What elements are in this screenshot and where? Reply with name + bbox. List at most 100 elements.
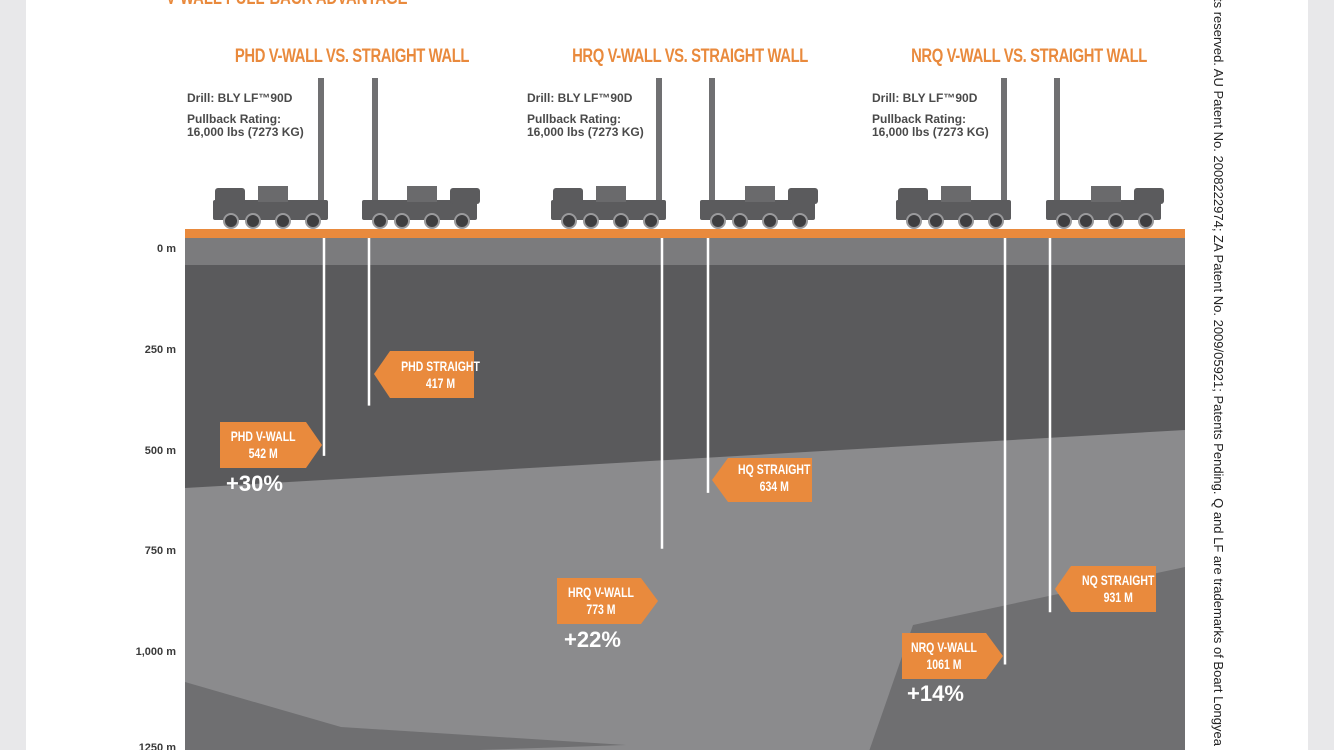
truck-body bbox=[700, 200, 815, 220]
header-hrq: HRQ V-WALL VS. STRAIGHT WALL bbox=[572, 46, 808, 67]
truck-wheel bbox=[223, 213, 239, 229]
truck-engine bbox=[941, 186, 971, 202]
depth-tick-250: 250 m bbox=[144, 344, 176, 356]
truck-body bbox=[213, 200, 328, 220]
advantage-phd: +30% bbox=[226, 471, 283, 496]
drill-mast bbox=[1054, 78, 1060, 200]
tag-depth: 542 M bbox=[248, 445, 278, 461]
drill-model: Drill: BLY LF™90D bbox=[187, 91, 293, 105]
drill-info-hrq: Drill: BLY LF™90D Pullback Rating: 16,00… bbox=[527, 92, 644, 139]
truck-body bbox=[1046, 200, 1161, 220]
truck-wheel bbox=[1138, 213, 1154, 229]
truck-wheel bbox=[1108, 213, 1124, 229]
drill-info-phd: Drill: BLY LF™90D Pullback Rating: 16,00… bbox=[187, 92, 304, 139]
truck-wheel bbox=[275, 213, 291, 229]
truck-cab bbox=[898, 188, 928, 204]
drill-rig-truck bbox=[1046, 78, 1164, 229]
surface-line bbox=[185, 229, 1185, 238]
tag-shape-phd-straight bbox=[374, 351, 474, 398]
infographic-page: V-WALL PULL-BACK ADVANTAGE PHD V-WALL VS… bbox=[26, 0, 1308, 750]
tag-shape-nq-straight bbox=[1055, 566, 1156, 612]
drill-mast bbox=[372, 78, 378, 200]
drill-mast bbox=[318, 78, 324, 200]
advantage-nrq: +14% bbox=[907, 681, 964, 706]
header-nrq: NRQ V-WALL VS. STRAIGHT WALL bbox=[911, 46, 1147, 67]
truck-engine bbox=[596, 186, 626, 202]
truck-wheel bbox=[643, 213, 659, 229]
tag-name: NQ STRAIGHT bbox=[1082, 572, 1155, 588]
truck-body bbox=[896, 200, 1011, 220]
truck-engine bbox=[258, 186, 288, 202]
truck-wheel bbox=[372, 213, 388, 229]
truck-wheel bbox=[792, 213, 808, 229]
drill-mast bbox=[709, 78, 715, 200]
drill-mast bbox=[1001, 78, 1007, 200]
drill-holes bbox=[322, 238, 1052, 665]
drill-rig-truck bbox=[551, 78, 666, 229]
advantage-hrq: +22% bbox=[564, 627, 621, 652]
pullback-label: Pullback Rating: bbox=[187, 112, 282, 126]
tag-shapes bbox=[220, 351, 1156, 679]
pullback-value: 16,000 lbs (7273 KG) bbox=[527, 125, 644, 139]
truck-wheel bbox=[710, 213, 726, 229]
depth-tick-1250: 1250 m bbox=[138, 742, 176, 750]
truck-cab bbox=[450, 188, 480, 204]
ground-layer-deep-left bbox=[185, 682, 626, 750]
truck-cab bbox=[553, 188, 583, 204]
tag-name: PHD V-WALL bbox=[230, 428, 296, 444]
patent-notice-text: ts reserved. AU Patent No. 2008222974; Z… bbox=[1211, 0, 1226, 746]
truck-wheel bbox=[394, 213, 410, 229]
drill-rig-truck bbox=[896, 78, 1011, 229]
tag-shape-nrq-vwall bbox=[902, 633, 1003, 679]
depth-tick-0: 0 m bbox=[157, 243, 176, 255]
depth-tick-1000: 1,000 m bbox=[135, 646, 176, 658]
truck-wheel bbox=[305, 213, 321, 229]
tag-shape-phd-vwall bbox=[220, 422, 322, 468]
truck-wheel bbox=[583, 213, 599, 229]
tag-name: PHD STRAIGHT bbox=[401, 358, 480, 374]
truck-wheel bbox=[1078, 213, 1094, 229]
truck-cab bbox=[215, 188, 245, 204]
drill-rig-truck bbox=[362, 78, 480, 229]
truck-engine bbox=[407, 186, 437, 202]
drill-model: Drill: BLY LF™90D bbox=[872, 91, 978, 105]
truck-wheel bbox=[906, 213, 922, 229]
tag-depth: 417 M bbox=[425, 375, 456, 391]
ground-layer-surface bbox=[185, 238, 1185, 268]
pullback-label: Pullback Rating: bbox=[527, 112, 622, 126]
truck-wheel bbox=[928, 213, 944, 229]
drill-info-nrq: Drill: BLY LF™90D Pullback Rating: 16,00… bbox=[872, 92, 989, 139]
truck-engine bbox=[1091, 186, 1121, 202]
tag-depth: 773 M bbox=[586, 601, 616, 617]
truck-wheel bbox=[762, 213, 778, 229]
drill-model: Drill: BLY LF™90D bbox=[527, 91, 633, 105]
truck-cab bbox=[1134, 188, 1164, 204]
truck-wheel bbox=[958, 213, 974, 229]
tag-depth: 1061 M bbox=[926, 656, 962, 672]
depth-tick-500: 500 m bbox=[144, 445, 176, 457]
infographic-title: V-WALL PULL-BACK ADVANTAGE bbox=[166, 0, 408, 10]
drill-mast bbox=[656, 78, 662, 200]
truck-wheel bbox=[245, 213, 261, 229]
pullback-value: 16,000 lbs (7273 KG) bbox=[187, 125, 304, 139]
tag-name: HRQ V-WALL bbox=[567, 584, 634, 600]
truck-wheel bbox=[732, 213, 748, 229]
pullback-label: Pullback Rating: bbox=[872, 112, 967, 126]
drill-rigs bbox=[213, 78, 1164, 229]
truck-body bbox=[362, 200, 477, 220]
truck-cab bbox=[788, 188, 818, 204]
truck-wheel bbox=[988, 213, 1004, 229]
tag-depth: 931 M bbox=[1103, 589, 1133, 605]
truck-body bbox=[551, 200, 666, 220]
tag-shape-hrq-vwall bbox=[557, 578, 658, 624]
truck-wheel bbox=[454, 213, 470, 229]
tag-depth: 634 M bbox=[759, 478, 789, 494]
truck-engine bbox=[745, 186, 775, 202]
truck-wheel bbox=[561, 213, 577, 229]
